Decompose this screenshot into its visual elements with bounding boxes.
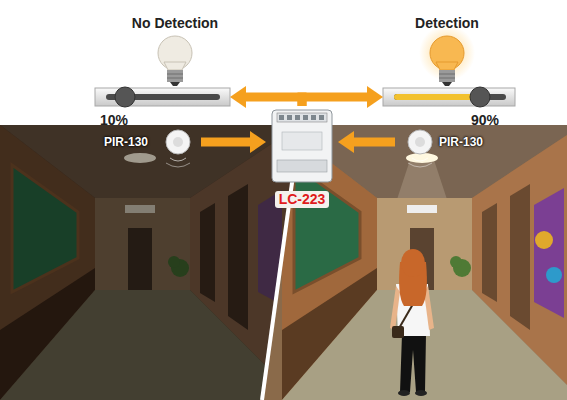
controller-box: LC-223 <box>266 106 338 210</box>
slider-bar <box>383 88 515 106</box>
corridor-ground <box>0 125 300 400</box>
slider-right <box>383 87 515 107</box>
sensor-label: PIR-130 <box>104 135 148 149</box>
terminal <box>319 115 324 120</box>
ceiling-light <box>406 153 438 163</box>
signal-arrow <box>354 138 395 147</box>
sensor-label: PIR-130 <box>439 135 483 149</box>
top-ground <box>0 0 567 125</box>
bulb-neck <box>164 62 186 70</box>
door <box>482 203 497 302</box>
bulb-glass <box>158 36 192 70</box>
head <box>401 249 425 277</box>
bulb-state: No Detection <box>127 14 224 33</box>
pir-sensor-symbol <box>166 130 190 167</box>
dark-corridor <box>0 125 300 400</box>
percent-label: 90% <box>471 112 499 129</box>
shoe <box>398 390 410 396</box>
bulb-tip <box>170 82 180 86</box>
dim-bulb <box>158 36 192 86</box>
sensor-lens <box>415 137 425 147</box>
state-label: Detection <box>415 15 479 32</box>
signal-arrow <box>302 97 367 106</box>
plant <box>450 256 462 268</box>
terminal <box>311 115 316 120</box>
bulb-glass <box>430 36 464 70</box>
slider-knob <box>470 87 490 107</box>
state-label: No Detection <box>132 15 218 32</box>
bulb-screw <box>167 70 183 82</box>
chalkboard <box>294 165 360 292</box>
slider-knob <box>115 87 135 107</box>
screw-thread <box>167 74 183 75</box>
pir-sensor-symbol <box>408 130 432 167</box>
walking-person <box>390 249 434 396</box>
terminal <box>279 115 284 120</box>
controller-device <box>272 110 332 182</box>
pir-sensor: PIR-130 <box>100 128 201 156</box>
slider-fill <box>394 94 480 100</box>
device-label: LC-223 <box>275 191 330 208</box>
air-conditioner <box>407 205 437 213</box>
sensor-lens <box>173 137 183 147</box>
terminal-block <box>277 113 327 122</box>
connector-row <box>277 160 327 172</box>
sensor-dome <box>408 130 432 154</box>
bright-bulb <box>419 25 475 86</box>
bulb-glow <box>419 25 475 81</box>
percent-label: 10% <box>100 112 128 129</box>
dimmer-slider: 90% <box>383 86 515 130</box>
device-housing <box>272 110 332 182</box>
terminal <box>287 115 292 120</box>
screw-thread <box>167 78 183 79</box>
bulb-tip <box>442 82 452 86</box>
sensor-dome <box>166 130 190 154</box>
slider-bar <box>95 88 230 106</box>
bulb-neck <box>436 62 458 70</box>
pir-sensor: PIR-130 <box>395 128 515 156</box>
sensor-wave <box>412 158 428 161</box>
sensor-wave <box>408 163 432 167</box>
screw-thread <box>439 74 455 75</box>
door <box>510 184 530 330</box>
terminal <box>295 115 300 120</box>
terminal <box>303 115 308 120</box>
bag <box>392 326 404 338</box>
shoe <box>415 390 427 396</box>
bulb-state: Detection <box>410 14 484 33</box>
painting-swirl <box>535 231 553 249</box>
screw-thread <box>439 78 455 79</box>
dimmer-slider: 10% <box>95 86 230 130</box>
bulb-screw <box>439 70 455 82</box>
sensor-wave <box>166 163 190 167</box>
arm <box>390 286 400 330</box>
label-plate <box>282 132 322 150</box>
signal-arrow <box>201 138 250 147</box>
signal-arrow <box>246 97 302 106</box>
trousers <box>400 334 426 392</box>
lit-corridor <box>262 125 567 400</box>
painting <box>534 188 564 318</box>
darkening <box>0 125 300 400</box>
slider-left <box>95 87 230 107</box>
painting-swirl <box>546 267 562 283</box>
sensor-wave <box>170 158 186 161</box>
